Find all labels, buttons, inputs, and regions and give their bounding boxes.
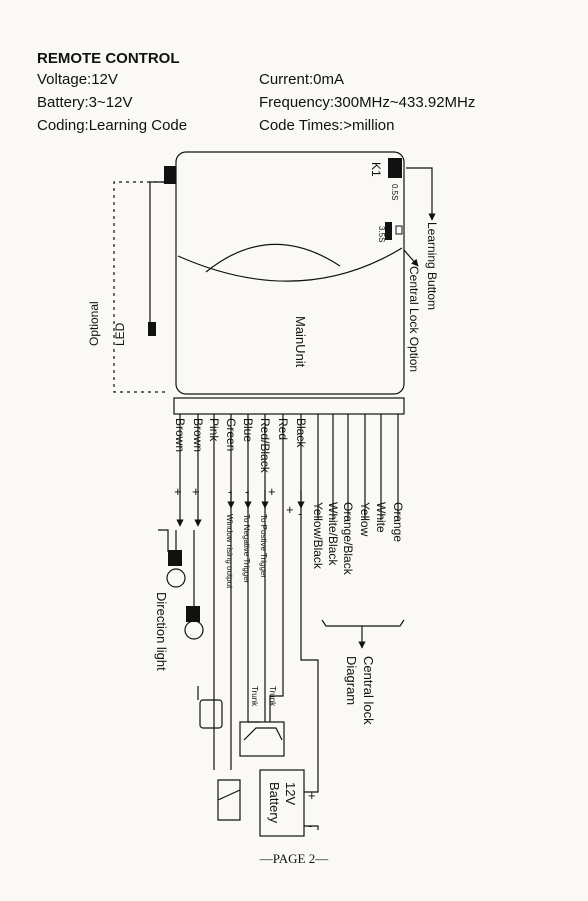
k1-label: K1 <box>369 162 383 177</box>
central-lock-option-arrow <box>403 249 419 267</box>
battery-negative-wire <box>304 825 319 830</box>
central-lock-option-label: Central Lock Option <box>407 266 421 372</box>
sign-minus-green: - <box>228 484 232 499</box>
main-unit-curve <box>177 247 403 282</box>
spec-voltage: Voltage:12V <box>37 71 118 88</box>
central-lock-diagram-label: Diagram <box>344 656 359 705</box>
wire-label-orange: Orange <box>391 502 405 542</box>
direction-relay-2 <box>186 606 200 622</box>
sign-plus-brown-1: + <box>174 484 182 499</box>
battery-plus: + <box>308 788 316 803</box>
sign-plus-red: + <box>286 502 294 517</box>
trunk-positive-wire <box>269 500 284 722</box>
wire-label-yellow: Yellow <box>358 502 372 537</box>
main-unit-label: MainUnit <box>293 316 308 368</box>
central-lock-label: Central lock <box>361 656 376 725</box>
spec-code-times: Code Times:>million <box>259 117 395 134</box>
wire-label-red-black: Red/Black <box>258 418 272 474</box>
learning-button-label: Learning Buttom <box>425 222 439 310</box>
battery-positive-wire <box>300 500 319 793</box>
led-label: LED <box>113 322 127 346</box>
sign-minus-black: - <box>298 506 302 521</box>
time-0-5s: 0.5S <box>390 184 399 200</box>
direction-relay-1 <box>168 550 182 566</box>
wire-label-pink: Pink <box>207 418 221 442</box>
wire-label-white: White <box>374 502 388 533</box>
sign-plus-red-black: + <box>268 484 276 499</box>
wire-label-red: Red <box>276 418 290 440</box>
wire-label-white-black: White/Black <box>326 502 340 566</box>
ground-wire <box>158 529 169 552</box>
wire-label-orange-black: Orange/Black <box>341 502 355 576</box>
spec-coding: Coding:Learning Code <box>37 117 188 134</box>
direction-bulb-2 <box>184 620 204 640</box>
trunk-car-roof <box>243 727 283 741</box>
led-wire <box>149 181 164 322</box>
battery-minus: - <box>308 818 312 833</box>
wire-label-brown-2: Brown <box>191 418 205 452</box>
trunk-label-1: Trunk <box>268 686 277 707</box>
central-lock-bracket <box>321 619 405 627</box>
positive-trigger-label: To Postive Trigger <box>259 514 268 578</box>
wire-label-black: Black <box>294 418 308 448</box>
jumper-0-5s <box>395 225 403 235</box>
page-number: —PAGE 2— <box>259 851 329 866</box>
wire-label-blue: Blue <box>241 418 255 442</box>
spec-frequency: Frequency:300MHz~433.92MHz <box>259 94 476 111</box>
spec-battery: Battery:3~12V <box>37 94 133 111</box>
trunk-car-body <box>239 721 285 757</box>
direction-relay <box>199 699 223 729</box>
optional-label: Optional <box>87 301 101 346</box>
window-output-label: Window rising output <box>225 514 234 589</box>
main-unit-box <box>175 151 405 395</box>
battery-12v-label: 12V <box>283 782 298 805</box>
battery-box <box>259 769 305 837</box>
direction-bulb-1 <box>166 568 186 588</box>
led-dashed-outline <box>113 181 166 393</box>
led-icon <box>148 322 156 336</box>
jumper-3-5s <box>385 222 392 240</box>
wire-label-brown-1: Brown <box>173 418 187 452</box>
spec-current: Current:0mA <box>259 71 345 88</box>
battery-label: Battery <box>267 782 282 824</box>
wire-label-green: Green <box>224 418 238 451</box>
wire-connector <box>173 397 405 415</box>
wire-label-yellow-black: Yellow/Black <box>311 502 325 570</box>
direction-light-label: Direction light <box>154 592 169 671</box>
learning-arrow <box>406 167 436 221</box>
sign-minus-blue: - <box>245 484 249 499</box>
negative-trigger-label: To Negative Trigger <box>242 514 251 584</box>
trunk-label-2: Trunk <box>250 686 259 707</box>
k1-button <box>388 158 402 178</box>
led-connector <box>164 166 176 184</box>
window-motor <box>217 779 241 821</box>
spec-title: REMOTE CONTROL <box>37 50 180 67</box>
time-3-5s: 3.5S <box>377 226 386 242</box>
main-unit-arc <box>205 243 341 273</box>
sign-plus-brown-2: + <box>192 484 200 499</box>
